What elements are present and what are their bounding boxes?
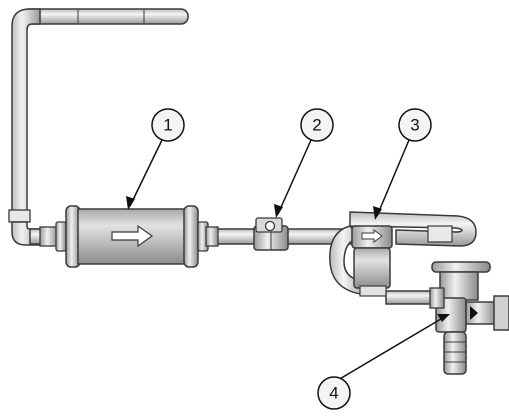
- leader-4: [337, 315, 447, 381]
- leader-1: [129, 139, 163, 207]
- callout-1: 1: [151, 108, 185, 142]
- flow-arrow-icon: [361, 229, 383, 243]
- callout-4-label: 4: [329, 384, 338, 403]
- flow-arrow-icon: [111, 224, 154, 248]
- callout-1-label: 1: [163, 116, 172, 135]
- callout-2: 2: [300, 108, 334, 142]
- filter-drier: [39, 205, 219, 268]
- callout-4: 4: [317, 376, 351, 410]
- callout-3: 3: [398, 108, 432, 142]
- return-pipe-nut: [427, 225, 453, 243]
- top-pipe: [21, 8, 189, 25]
- leader-3: [376, 139, 410, 217]
- callout-3-label: 3: [410, 116, 419, 135]
- leader-2: [277, 139, 312, 215]
- leader-arrowheads: [126, 196, 450, 322]
- leader-lines: [129, 139, 447, 381]
- expansion-valve: [429, 261, 509, 375]
- sight-glass: [351, 225, 393, 297]
- callout-2-label: 2: [312, 116, 321, 135]
- callouts: 1 2 3 4: [126, 108, 450, 410]
- fitting: [253, 217, 289, 251]
- left-vertical-pipe: [8, 8, 41, 223]
